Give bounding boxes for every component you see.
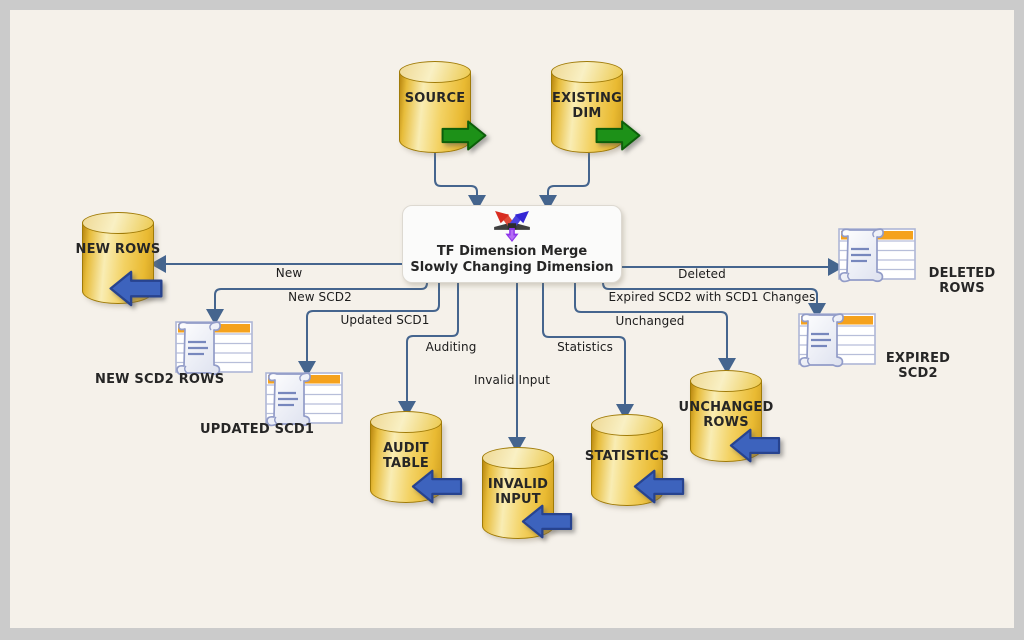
step-dimension-merge[interactable]: TF Dimension Merge Slowly Changing Dimen… xyxy=(402,205,622,283)
hop-unchanged[interactable] xyxy=(574,283,736,374)
hop-label-new: New xyxy=(275,266,303,280)
table-file-icon xyxy=(266,373,342,425)
input-arrow-icon xyxy=(410,468,464,505)
hop-label-invalid-input: Invalid Input xyxy=(473,373,551,387)
dimension-merge-icon xyxy=(494,211,530,243)
hop-label-auditing: Auditing xyxy=(425,340,477,354)
node-statistics-label: STATISTICS xyxy=(584,449,670,464)
node-statistics[interactable]: STATISTICS xyxy=(585,414,669,506)
node-expired-scd2-label: EXPIRED SCD2 xyxy=(885,351,951,381)
table-file-icon xyxy=(799,314,875,366)
node-existing-dim-label: EXISTING DIM xyxy=(552,91,622,122)
hop-new-scd2[interactable] xyxy=(206,282,428,325)
node-deleted-rows-label: DELETED ROWS xyxy=(928,266,996,296)
hop-auditing[interactable] xyxy=(398,283,459,417)
node-deleted-rows[interactable] xyxy=(838,228,930,308)
database-icon-top xyxy=(82,212,154,234)
step-title: TF Dimension Merge Slowly Changing Dimen… xyxy=(410,244,614,275)
output-arrow-icon xyxy=(440,119,488,152)
hop-label-updated-scd1: Updated SCD1 xyxy=(340,313,430,327)
node-audit-table[interactable]: AUDIT TABLE xyxy=(370,411,442,503)
node-audit-table-label: AUDIT TABLE xyxy=(383,441,429,472)
hop-label-new-scd2: New SCD2 xyxy=(288,290,352,304)
node-updated-scd1[interactable] xyxy=(265,372,357,452)
hop-label-deleted: Deleted xyxy=(678,267,726,281)
hop-label-unchanged: Unchanged xyxy=(615,314,685,328)
node-existing-dim[interactable]: EXISTING DIM xyxy=(551,61,623,153)
node-source-label: SOURCE xyxy=(404,91,466,106)
input-arrow-icon xyxy=(728,427,782,464)
node-unchanged-rows[interactable]: UNCHANGED ROWS xyxy=(679,370,773,462)
node-updated-scd1-label: UPDATED SCD1 xyxy=(200,422,315,437)
table-file-icon xyxy=(176,322,252,374)
database-icon-top xyxy=(370,411,442,433)
node-invalid-input-label: INVALID INPUT xyxy=(487,477,549,508)
hop-statistics[interactable] xyxy=(542,283,634,420)
node-new-rows-label: NEW ROWS xyxy=(75,242,161,257)
input-arrow-icon xyxy=(520,503,574,540)
input-arrow-icon xyxy=(108,269,164,308)
hop-expired-scd2[interactable] xyxy=(602,282,826,319)
node-new-scd2-rows[interactable] xyxy=(175,321,267,401)
output-arrow-icon xyxy=(594,119,642,152)
database-icon-top xyxy=(591,414,663,436)
hop-label-statistics: Statistics xyxy=(557,340,613,354)
hop-updated-scd1[interactable] xyxy=(298,283,440,377)
hop-label-expired-scd2: Expired SCD2 with SCD1 Changes xyxy=(608,290,816,304)
database-icon-top xyxy=(690,370,762,392)
node-new-scd2-rows-label: NEW SCD2 ROWS xyxy=(95,372,225,387)
database-icon-top xyxy=(482,447,554,469)
hop-existingdim-to-step[interactable] xyxy=(539,153,590,211)
database-icon-top xyxy=(551,61,623,83)
database-icon-top xyxy=(399,61,471,83)
node-expired-scd2[interactable] xyxy=(798,313,890,393)
hop-source-to-step[interactable] xyxy=(434,153,486,211)
table-file-icon xyxy=(839,229,915,281)
input-arrow-icon xyxy=(632,468,686,505)
node-unchanged-rows-label: UNCHANGED ROWS xyxy=(678,400,774,431)
